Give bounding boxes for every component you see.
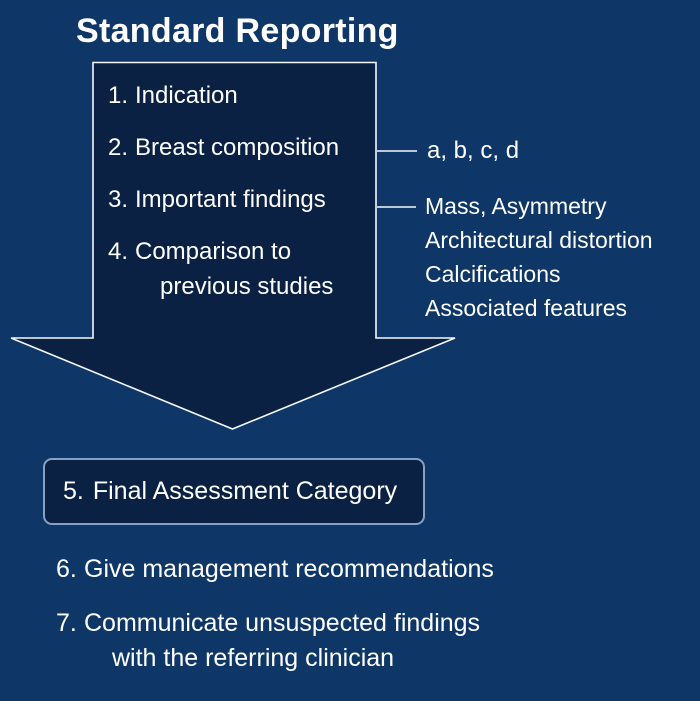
step-breast-composition: 2. Breast composition [108,135,339,161]
step-label: Indication [135,82,238,109]
step-label: Comparison to [135,238,292,265]
step-number: 1. [108,82,129,109]
final-assessment-box: 5. Final Assessment Category [43,458,425,525]
composition-categories-annotation: a, b, c, d [427,137,520,164]
step-management-recommendations: 6. Give management recommendations [56,552,494,587]
step-number: 7. [56,609,77,637]
step-label: Communicate unsuspected findings with th… [84,606,480,676]
step-number: 4. [108,238,129,265]
finding-types-annotation: Mass, Asymmetry Architectural distortion… [425,189,653,325]
step-number: 6. [56,555,77,583]
down-arrow-shape [10,61,456,430]
assessment-label-text: Final Assessment Category [92,477,398,505]
step-label: Give management recommendations [84,552,494,587]
step-number: 5. [63,477,84,505]
finding-type-item: Mass, Asymmetry [425,193,607,219]
step-comparison-line2: previous studies [160,273,334,300]
step-comparison: 4. Comparison to [108,239,291,265]
step-label-line: with the referring clinician [112,644,395,672]
final-assessment-label: 5. Final Assessment Category [63,477,397,506]
finding-type-item: Calcifications [425,261,561,287]
page-title: Standard Reporting [76,12,399,50]
step-number: 2. [108,134,129,161]
finding-type-item: Associated features [425,295,628,321]
step-label: Important findings [135,186,326,213]
step-label-line: Give management recommendations [84,555,494,583]
step-communicate-findings: 7. Communicate unsuspected findings with… [56,606,480,676]
step-important-findings: 3. Important findings [108,187,326,213]
finding-type-item: Architectural distortion [425,227,653,253]
step-label: Breast composition [135,134,340,161]
step-number: 3. [108,186,129,213]
step-label-line: Communicate unsuspected findings [84,609,481,637]
step-indication: 1. Indication [108,83,238,109]
